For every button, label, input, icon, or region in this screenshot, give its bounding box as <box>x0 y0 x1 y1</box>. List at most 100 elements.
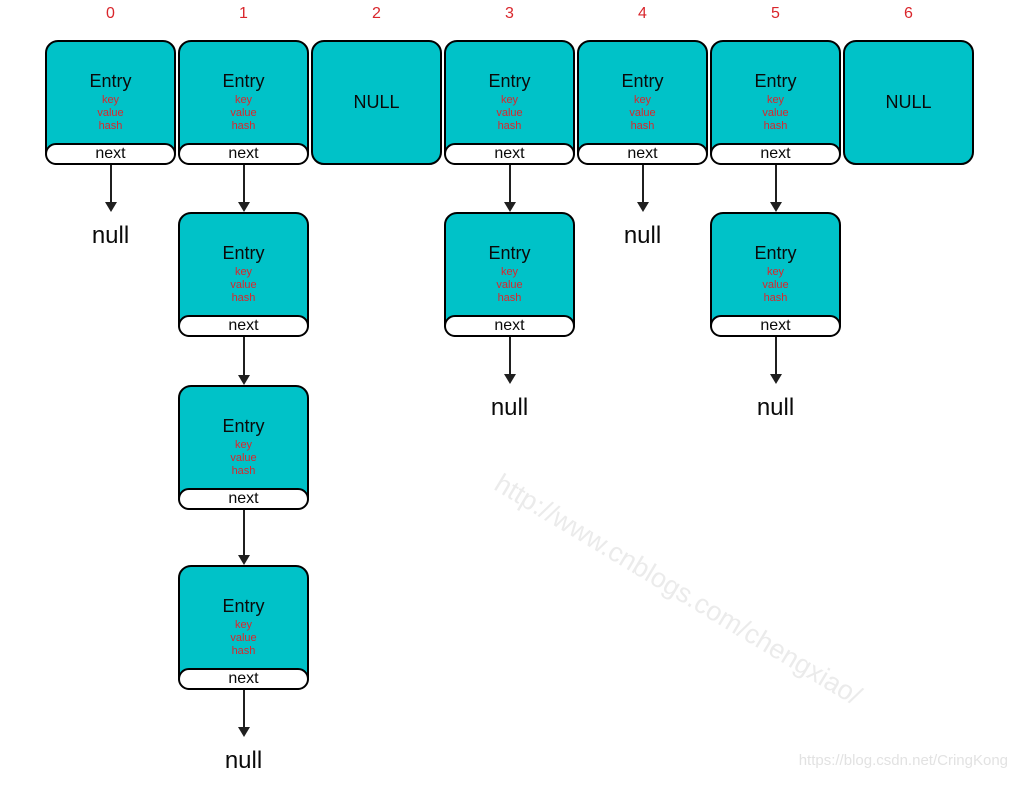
bucket-index-label-6: 6 <box>904 5 913 22</box>
entry-field-hash: hash <box>630 120 655 132</box>
next-pointer: next <box>444 143 575 165</box>
entry-title: Entry <box>222 71 265 91</box>
next-pointer: next <box>178 668 309 690</box>
entry-title: Entry <box>621 71 664 91</box>
arrow-head-icon <box>237 727 250 737</box>
null-terminal-bucket4: null <box>623 222 662 249</box>
arrow-head-icon <box>636 202 649 212</box>
entry-field-hash: hash <box>231 120 256 132</box>
arrow-line <box>242 690 245 727</box>
arrow-head-icon <box>237 555 250 565</box>
entry-title: Entry <box>488 71 531 91</box>
arrow-line <box>641 165 644 202</box>
entry-title: Entry <box>89 71 132 91</box>
watermark-footer: https://blog.csdn.net/CringKong <box>798 752 1008 769</box>
entry-field-hash: hash <box>497 120 522 132</box>
entry-field-value: value <box>496 279 523 291</box>
next-pointer: next <box>45 143 176 165</box>
arrow-line <box>242 165 245 202</box>
arrow-head-icon <box>503 202 516 212</box>
arrow-line <box>508 337 511 374</box>
entry-field-hash: hash <box>231 292 256 304</box>
entry-field-key: key <box>766 266 785 278</box>
entry-field-value: value <box>230 632 257 644</box>
entry-field-hash: hash <box>763 120 788 132</box>
arrow-line <box>242 510 245 555</box>
entry-title: Entry <box>754 71 797 91</box>
arrow-down-bucket5-terminal <box>769 337 782 384</box>
arrow-head-icon <box>769 202 782 212</box>
arrow-head-icon <box>503 374 516 384</box>
bucket-index-label-4: 4 <box>638 5 647 22</box>
entry-title: Entry <box>488 243 531 263</box>
null-box-label: NULL <box>353 92 400 112</box>
arrow-down-bucket1-link2 <box>237 337 250 385</box>
entry-title: Entry <box>222 243 265 263</box>
next-pointer: next <box>577 143 708 165</box>
null-node-bucket6: NULL <box>843 40 974 165</box>
next-pointer: next <box>178 488 309 510</box>
entry-field-value: value <box>230 107 257 119</box>
arrow-down-bucket0-terminal <box>104 165 117 212</box>
arrow-down-bucket1-link3 <box>237 510 250 565</box>
arrow-head-icon <box>237 202 250 212</box>
entry-title: Entry <box>222 416 265 436</box>
bucket-index-label-3: 3 <box>505 5 514 22</box>
bucket-index-label-2: 2 <box>372 5 381 22</box>
entry-field-value: value <box>97 107 124 119</box>
arrow-line <box>774 337 777 374</box>
entry-field-hash: hash <box>231 645 256 657</box>
arrow-down-bucket4-terminal <box>636 165 649 212</box>
entry-field-hash: hash <box>497 292 522 304</box>
arrow-head-icon <box>237 375 250 385</box>
arrow-down-bucket1-link1 <box>237 165 250 212</box>
entry-field-value: value <box>230 452 257 464</box>
next-pointer: next <box>178 315 309 337</box>
entry-field-key: key <box>633 94 652 106</box>
entry-title: Entry <box>754 243 797 263</box>
next-pointer: next <box>178 143 309 165</box>
arrow-down-bucket3-terminal <box>503 337 516 384</box>
entry-field-hash: hash <box>98 120 123 132</box>
arrow-head-icon <box>104 202 117 212</box>
null-terminal-bucket1: null <box>224 747 263 774</box>
watermark-diagonal: http://www.cnblogs.com/chengxiao/ <box>489 468 867 711</box>
entry-field-value: value <box>762 107 789 119</box>
next-pointer: next <box>710 315 841 337</box>
arrow-line <box>109 165 112 202</box>
entry-field-key: key <box>234 619 253 631</box>
arrow-line <box>774 165 777 202</box>
null-box-label: NULL <box>885 92 932 112</box>
arrow-line <box>508 165 511 202</box>
entry-field-key: key <box>500 266 519 278</box>
entry-field-key: key <box>766 94 785 106</box>
arrow-down-bucket1-terminal <box>237 690 250 737</box>
bucket-index-label-5: 5 <box>771 5 780 22</box>
entry-field-key: key <box>234 266 253 278</box>
entry-field-value: value <box>230 279 257 291</box>
entry-field-hash: hash <box>763 292 788 304</box>
arrow-line <box>242 337 245 375</box>
entry-field-key: key <box>234 439 253 451</box>
arrow-head-icon <box>769 374 782 384</box>
entry-field-key: key <box>500 94 519 106</box>
